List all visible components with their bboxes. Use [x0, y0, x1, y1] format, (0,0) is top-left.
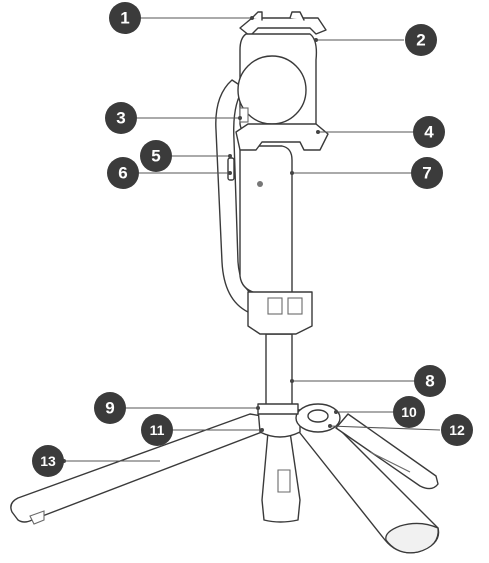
svg-text:8: 8: [425, 372, 434, 391]
grip: [239, 145, 293, 295]
svg-text:5: 5: [151, 147, 160, 166]
svg-text:12: 12: [449, 422, 465, 438]
callout-4: 4: [413, 116, 445, 148]
svg-text:2: 2: [416, 31, 425, 50]
rod: [265, 333, 293, 409]
callout-8: 8: [414, 365, 446, 397]
callout-badges: 1 2 3 4 5 6 7 8: [32, 2, 473, 477]
svg-text:3: 3: [116, 109, 125, 128]
grip-button: [257, 181, 263, 187]
leader-lines: [62, 16, 441, 463]
callout-3: 3: [105, 102, 137, 134]
tripod-hub: [257, 407, 301, 438]
svg-text:4: 4: [424, 123, 434, 142]
svg-text:11: 11: [150, 422, 165, 438]
callout-1: 1: [109, 2, 141, 34]
tripod-leg-rear-right: [335, 413, 439, 490]
callout-12: 12: [441, 414, 473, 446]
callout-10: 10: [393, 396, 425, 428]
callout-6: 6: [107, 157, 139, 189]
clamp-bottom-jaw: [235, 123, 329, 151]
clamp-slot: [239, 107, 249, 123]
side-button: [227, 157, 235, 181]
callout-11: 11: [141, 414, 173, 446]
svg-text:1: 1: [120, 9, 129, 28]
svg-text:7: 7: [422, 164, 431, 183]
svg-text:13: 13: [40, 453, 56, 469]
tripod: [10, 403, 440, 554]
callout-9: 9: [94, 392, 126, 424]
svg-text:9: 9: [105, 399, 114, 418]
callout-2: 2: [405, 24, 437, 56]
callout-5: 5: [140, 140, 172, 172]
telescopic-rod: [257, 333, 299, 415]
tripod-leg-left: [10, 413, 263, 523]
svg-text:10: 10: [401, 404, 417, 420]
callout-7: 7: [411, 157, 443, 189]
handle: [215, 79, 313, 335]
phone-clamp: [235, 11, 329, 151]
callout-13: 13: [32, 445, 64, 477]
svg-text:6: 6: [118, 164, 127, 183]
